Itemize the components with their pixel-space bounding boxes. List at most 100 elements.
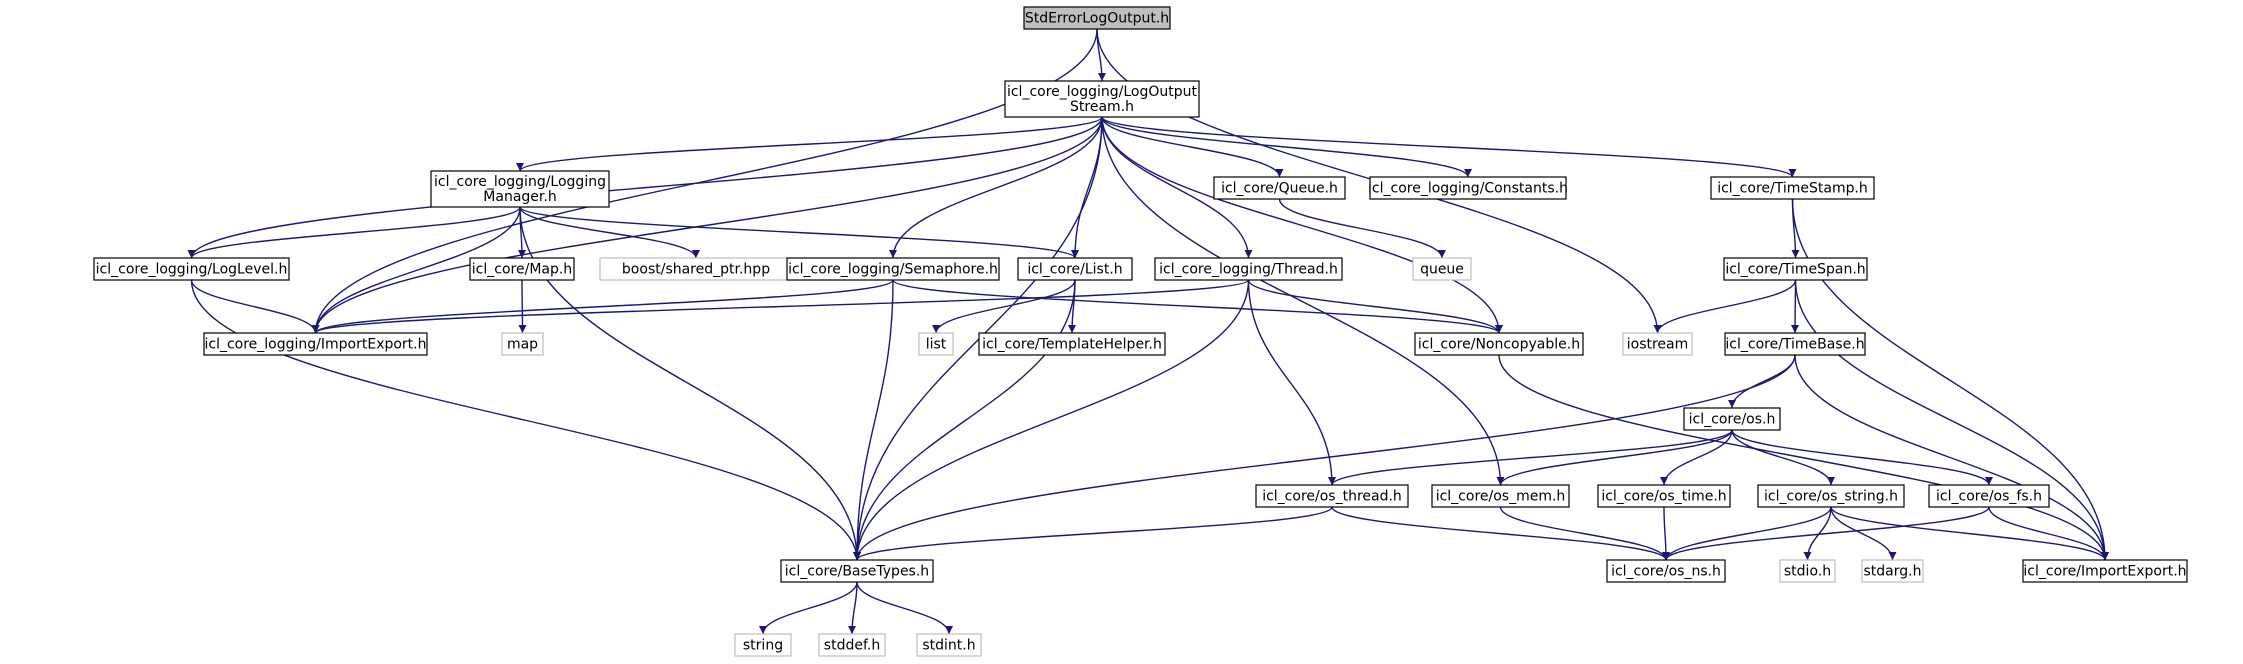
node-box-lm[interactable]	[430, 170, 610, 208]
node-label-queue_h: icl_core/Queue.h	[1221, 181, 1338, 197]
node-box-stddef[interactable]	[818, 633, 886, 657]
node-label-ie_core: icl_core/ImportExport.h	[2023, 564, 2186, 580]
node-stddef[interactable]: stddef.h	[818, 633, 886, 657]
node-box-sem[interactable]	[786, 257, 1000, 281]
node-queue[interactable]: queue	[1412, 257, 1472, 281]
node-ostime[interactable]: icl_core/os_time.h	[1597, 484, 1731, 508]
node-box-tbase[interactable]	[1724, 332, 1866, 356]
edge-ll-to-ie_log	[190, 279, 320, 334]
node-box-std[interactable]	[1023, 6, 1171, 30]
node-basetypes[interactable]: icl_core/BaseTypes.h	[780, 559, 934, 583]
node-box-queue[interactable]	[1412, 257, 1472, 281]
node-label-std: StdErrorLogOutput.h	[1025, 11, 1169, 27]
node-osstring[interactable]: icl_core/os_string.h	[1757, 484, 1905, 508]
node-box-osstring[interactable]	[1757, 484, 1905, 508]
node-box-ostime[interactable]	[1597, 484, 1731, 508]
edge-tbase-to-basetypes	[853, 354, 1796, 561]
node-label-stdint: stdint.h	[922, 638, 975, 654]
edge-basetypes-to-string	[759, 581, 858, 635]
node-iostream[interactable]: iostream	[1622, 332, 1693, 356]
node-box-iostream[interactable]	[1622, 332, 1693, 356]
node-box-string[interactable]	[734, 633, 792, 657]
node-box-noncp[interactable]	[1414, 332, 1584, 356]
node-sem[interactable]: icl_core_logging/Semaphore.h	[786, 257, 1000, 281]
edge-osstring-to-osns	[1662, 506, 1832, 561]
edge-basetypes-to-stdint	[856, 581, 953, 635]
node-label-map_h: icl_core/Map.h	[472, 262, 572, 278]
node-label-list_h: icl_core/List.h	[1027, 262, 1122, 278]
node-label-los: icl_core_logging/LogOutput	[1007, 84, 1198, 100]
node-stdio[interactable]: stdio.h	[1779, 559, 1836, 583]
node-list[interactable]: list	[918, 332, 954, 356]
node-label-ostime: icl_core/os_time.h	[1601, 489, 1726, 505]
edge-queue_h-to-queue	[1278, 198, 1446, 259]
edge-tspan-to-ie_core	[1794, 279, 2109, 561]
node-map[interactable]: map	[501, 332, 544, 356]
edge-los-to-ie_log	[311, 116, 1103, 334]
node-box-map[interactable]	[501, 332, 544, 356]
node-box-ie_core[interactable]	[2022, 559, 2188, 583]
node-queue_h[interactable]: icl_core/Queue.h	[1213, 176, 1346, 200]
node-box-osthread[interactable]	[1255, 484, 1409, 508]
node-label-osfs: icl_core/os_fs.h	[1936, 489, 2042, 505]
node-box-thread[interactable]	[1154, 257, 1343, 281]
edge-osfs-to-osns	[1662, 506, 1990, 561]
node-stdint[interactable]: stdint.h	[916, 633, 982, 657]
node-thread[interactable]: icl_core_logging/Thread.h	[1154, 257, 1343, 281]
node-label-ts: icl_core/TimeStamp.h	[1717, 181, 1868, 197]
node-os[interactable]: icl_core/os.h	[1683, 407, 1781, 431]
node-box-const[interactable]	[1369, 176, 1567, 200]
node-stdarg[interactable]: stdarg.h	[1861, 559, 1924, 583]
node-std[interactable]: StdErrorLogOutput.h	[1023, 6, 1171, 30]
edge-basetypes-to-stddef	[848, 581, 858, 635]
node-box-ts[interactable]	[1710, 176, 1875, 200]
node-label-stdarg: stdarg.h	[1864, 564, 1922, 580]
node-box-osmem[interactable]	[1431, 484, 1570, 508]
node-box-ie_log[interactable]	[203, 332, 428, 356]
node-label-basetypes: icl_core/BaseTypes.h	[785, 564, 929, 580]
edge-map_h-to-map	[518, 279, 527, 334]
edge-noncp-to-ie_core	[1498, 354, 2109, 561]
node-osmem[interactable]: icl_core/os_mem.h	[1431, 484, 1570, 508]
node-box-tspan[interactable]	[1723, 257, 1868, 281]
node-noncp[interactable]: icl_core/Noncopyable.h	[1414, 332, 1584, 356]
node-box-basetypes[interactable]	[780, 559, 934, 583]
edge-los-to-ts	[1101, 116, 1797, 178]
node-const[interactable]: icl_core_logging/Constants.h	[1368, 176, 1568, 200]
node-box-stdio[interactable]	[1779, 559, 1836, 583]
edge-tbase-to-ie_core	[1794, 354, 2109, 561]
node-tbase[interactable]: icl_core/TimeBase.h	[1724, 332, 1866, 356]
node-box-list_h[interactable]	[1017, 257, 1133, 281]
node-box-os[interactable]	[1683, 407, 1781, 431]
node-box-osns[interactable]	[1606, 559, 1726, 583]
node-box-map_h[interactable]	[469, 257, 575, 281]
node-osthread[interactable]: icl_core/os_thread.h	[1255, 484, 1409, 508]
node-box-stdint[interactable]	[916, 633, 982, 657]
node-label-lm: Manager.h	[483, 189, 556, 205]
node-box-tmpl[interactable]	[978, 332, 1166, 356]
node-osfs[interactable]: icl_core/os_fs.h	[1928, 484, 2050, 508]
node-box-los[interactable]	[1004, 80, 1200, 118]
node-box-list[interactable]	[918, 332, 954, 356]
node-ie_core[interactable]: icl_core/ImportExport.h	[2022, 559, 2188, 583]
node-box-ll[interactable]	[93, 257, 290, 281]
node-tspan[interactable]: icl_core/TimeSpan.h	[1723, 257, 1868, 281]
edge-los-to-osmem	[1101, 116, 1505, 486]
node-osns[interactable]: icl_core/os_ns.h	[1606, 559, 1726, 583]
node-box-queue_h[interactable]	[1213, 176, 1346, 200]
node-box-stdarg[interactable]	[1861, 559, 1924, 583]
edge-osmem-to-osns	[1499, 506, 1670, 561]
node-label-tspan: icl_core/TimeSpan.h	[1725, 262, 1865, 278]
node-string[interactable]: string	[734, 633, 792, 657]
node-ll[interactable]: icl_core_logging/LogLevel.h	[93, 257, 290, 281]
node-boost[interactable]: boost/shared_ptr.hpp	[599, 257, 793, 281]
node-list_h[interactable]: icl_core/List.h	[1017, 257, 1133, 281]
node-map_h[interactable]: icl_core/Map.h	[469, 257, 575, 281]
node-ts[interactable]: icl_core/TimeStamp.h	[1710, 176, 1875, 200]
node-ie_log[interactable]: icl_core_logging/ImportExport.h	[203, 332, 428, 356]
node-box-osfs[interactable]	[1928, 484, 2050, 508]
node-tmpl[interactable]: icl_core/TemplateHelper.h	[978, 332, 1166, 356]
